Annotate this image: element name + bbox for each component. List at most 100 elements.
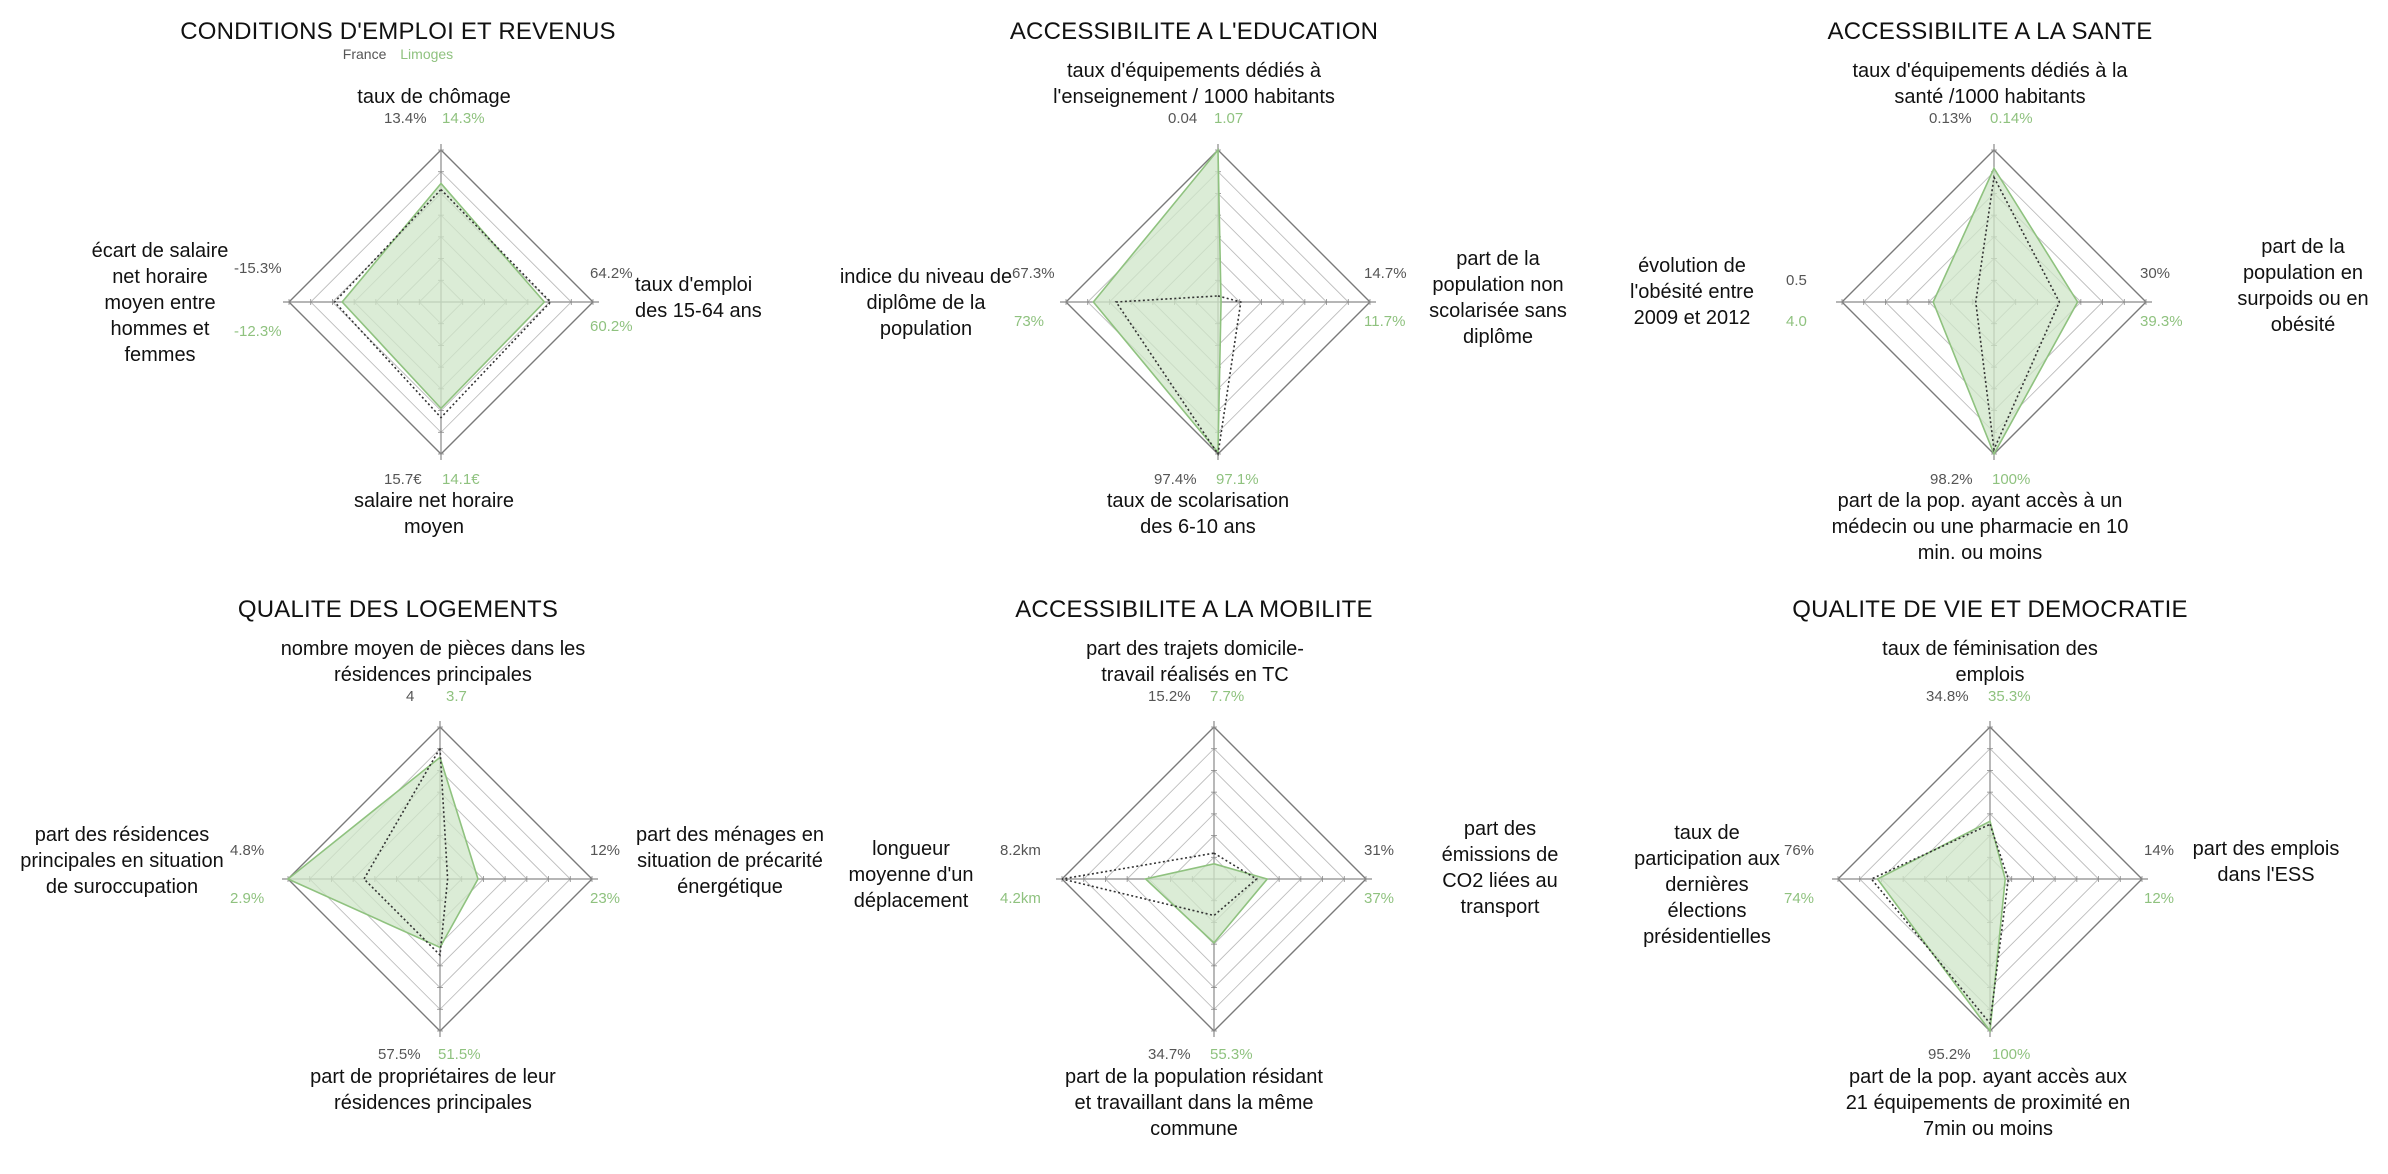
series-limoges-area xyxy=(286,756,479,949)
legend-france: France xyxy=(342,46,387,62)
value-limoges-right: 23% xyxy=(590,890,621,907)
value-limoges-right: 37% xyxy=(1364,890,1395,907)
radar-chart-education xyxy=(1060,144,1376,460)
axis-label-left: évolution de l'obésité entre 2009 et 201… xyxy=(1630,255,1754,329)
axis-label-bottom: part de la pop. ayant accès aux 21 équip… xyxy=(1845,1066,2131,1140)
series-france-outline xyxy=(1870,823,2010,1026)
legend-limoges: Limoges xyxy=(400,46,454,62)
value-france-top: 0.13% xyxy=(1929,110,1972,127)
axis-label-right: part des emplois dans l'ESS xyxy=(2192,838,2340,886)
chart-title: QUALITE DES LOGEMENTS xyxy=(237,596,559,623)
value-france-top: 15.2% xyxy=(1148,688,1191,705)
axis-label-left: indice du niveau de diplôme de la popula… xyxy=(839,266,1013,340)
value-limoges-left: 74% xyxy=(1784,890,1815,907)
series-limoges-area xyxy=(1092,147,1222,455)
value-limoges-right: 60.2% xyxy=(590,318,633,335)
value-france-bottom: 97.4% xyxy=(1154,471,1197,488)
value-limoges-bottom: 14.1€ xyxy=(442,471,480,488)
value-france-left: 76% xyxy=(1784,842,1815,859)
series-france-outline xyxy=(1114,295,1242,457)
value-france-left: 4.8% xyxy=(230,842,265,859)
radar-panel-sante: ACCESSIBILITE A LA SANTE taux d'équipeme… xyxy=(1592,0,2388,587)
series-limoges-area xyxy=(341,182,546,410)
axis-label-right: taux d'emploi des 15-64 ans xyxy=(635,274,762,322)
value-limoges-bottom: 100% xyxy=(1992,471,2031,488)
axis-label-bottom: part de la pop. ayant accès à un médecin… xyxy=(1831,490,2129,564)
value-france-bottom: 57.5% xyxy=(378,1046,421,1063)
axis-label-left: part des résidences principales en situa… xyxy=(20,824,224,898)
series-france-outline xyxy=(1061,852,1258,917)
chart-title: CONDITIONS D'EMPLOI ET REVENUS xyxy=(180,18,616,45)
radar-chart-democratie xyxy=(1832,721,2148,1037)
axis-label-bottom: part de propriétaires de leur résidences… xyxy=(310,1066,556,1114)
axis-label-bottom: part de la population résidant et travai… xyxy=(1065,1066,1323,1140)
axis-label-left: taux de participation aux dernières élec… xyxy=(1634,822,1780,948)
axis-label-top: taux de chômage xyxy=(357,86,511,108)
chart-title: ACCESSIBILITE A LA SANTE xyxy=(1827,18,2153,45)
value-france-right: 14.7% xyxy=(1364,265,1407,282)
chart-title: ACCESSIBILITE A LA MOBILITE xyxy=(1015,596,1373,623)
series-limoges-area xyxy=(1932,166,2079,456)
axis-label-top: part des trajets domicile-travail réalis… xyxy=(1086,638,1304,686)
value-france-top: 34.8% xyxy=(1926,688,1969,705)
radar-chart-emploi xyxy=(283,144,599,460)
radar-panel-logements: QUALITE DES LOGEMENTS nombre moyen de pi… xyxy=(0,580,824,1167)
radar-panel-education: ACCESSIBILITE A L'EDUCATION taux d'équip… xyxy=(796,0,1592,587)
value-france-top: 0.04 xyxy=(1168,110,1198,127)
value-limoges-bottom: 97.1% xyxy=(1216,471,1259,488)
value-limoges-right: 11.7% xyxy=(1364,313,1406,330)
value-limoges-top: 0.14% xyxy=(1990,110,2033,127)
value-limoges-bottom: 100% xyxy=(1992,1046,2031,1063)
axis-label-top: taux d'équipements dédiés à la santé /10… xyxy=(1852,60,2128,108)
value-limoges-right: 12% xyxy=(2144,890,2175,907)
radar-chart-mobilite xyxy=(1056,721,1372,1037)
value-limoges-top: 7.7% xyxy=(1210,688,1245,705)
value-france-right: 14% xyxy=(2144,842,2175,859)
value-france-left: 8.2km xyxy=(1000,842,1041,859)
value-limoges-left: 2.9% xyxy=(230,890,265,907)
value-france-right: 12% xyxy=(590,842,621,859)
value-limoges-left: 73% xyxy=(1014,313,1045,330)
value-france-top: 13.4% xyxy=(384,110,427,127)
series-france-outline xyxy=(1974,174,2061,453)
radar-panel-democratie: QUALITE DE VIE ET DEMOCRATIE taux de fém… xyxy=(1592,580,2388,1167)
value-france-bottom: 95.2% xyxy=(1928,1046,1971,1063)
chart-title: QUALITE DE VIE ET DEMOCRATIE xyxy=(1792,596,2188,623)
axis-label-bottom: salaire net horaire moyen xyxy=(353,490,515,538)
axis-label-top: taux de féminisation des emplois xyxy=(1882,638,2098,686)
value-limoges-bottom: 55.3% xyxy=(1210,1046,1253,1063)
cropped-text-strip xyxy=(0,1168,2388,1174)
axis-label-bottom: taux de scolarisation des 6-10 ans xyxy=(1106,490,1290,538)
value-limoges-top: 14.3% xyxy=(442,110,485,127)
value-france-left: 67.3% xyxy=(1012,265,1055,282)
axis-label-left: écart de salaire net horaire moyen entre… xyxy=(91,240,229,366)
value-limoges-left: -12.3% xyxy=(234,323,282,340)
axis-label-top: taux d'équipements dédiés à l'enseigneme… xyxy=(1053,60,1335,108)
value-limoges-top: 3.7 xyxy=(446,688,467,705)
axis-label-left: longueur moyenne d'un déplacement xyxy=(848,838,974,912)
value-france-bottom: 15.7€ xyxy=(384,471,422,488)
value-limoges-top: 1.07 xyxy=(1214,110,1244,127)
value-limoges-top: 35.3% xyxy=(1988,688,2031,705)
axis-label-right: part de la population en surpoids ou en … xyxy=(2237,236,2369,336)
value-france-bottom: 34.7% xyxy=(1148,1046,1191,1063)
series-france-outline xyxy=(362,745,449,957)
series-limoges-area xyxy=(1876,820,2007,1034)
radar-panel-emploi: CONDITIONS D'EMPLOI ET REVENUS France Li… xyxy=(0,0,796,587)
value-france-top: 4 xyxy=(406,688,415,705)
axis-label-top: nombre moyen de pièces dans les résidenc… xyxy=(280,638,586,686)
value-france-right: 30% xyxy=(2140,265,2171,282)
value-france-right: 31% xyxy=(1364,842,1395,859)
axis-label-right: part de la population non scolarisée san… xyxy=(1429,248,1567,348)
chart-title: ACCESSIBILITE A L'EDUCATION xyxy=(1009,18,1379,45)
series-france-outline xyxy=(333,188,552,419)
radar-chart-sante xyxy=(1836,144,2152,460)
value-limoges-bottom: 51.5% xyxy=(438,1046,481,1063)
value-france-left: 0.5 xyxy=(1786,272,1807,289)
radar-chart-logements xyxy=(282,721,598,1037)
axis-label-right: part des émissions de CO2 liées au trans… xyxy=(1441,818,1559,918)
value-limoges-right: 39.3% xyxy=(2140,313,2183,330)
value-france-bottom: 98.2% xyxy=(1930,471,1973,488)
axis-label-right: part des ménages en situation de précari… xyxy=(636,824,824,898)
value-france-right: 64.2% xyxy=(590,265,633,282)
